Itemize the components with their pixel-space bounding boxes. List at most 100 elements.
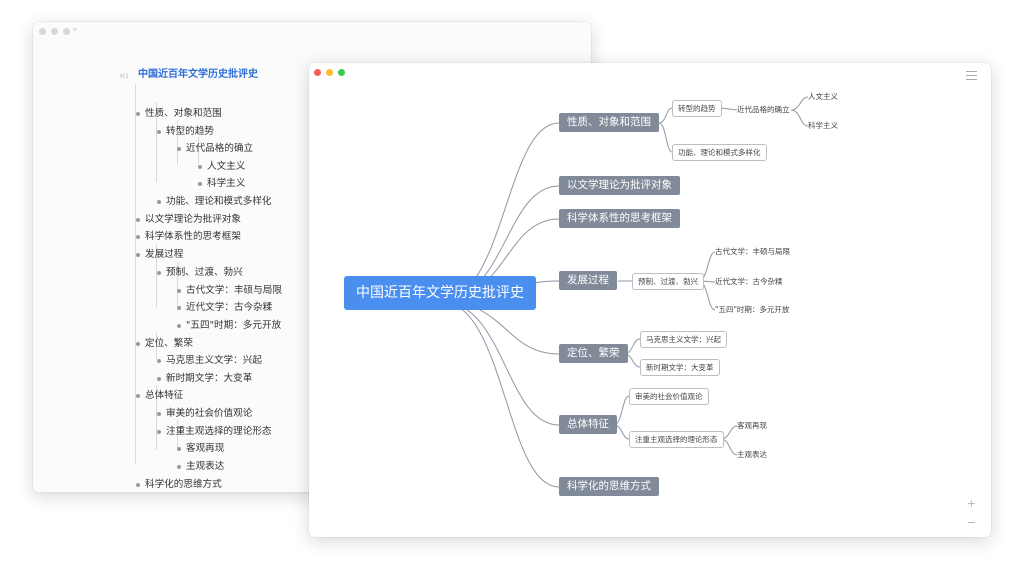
bullet-icon[interactable]: [177, 465, 181, 469]
main-topic-node[interactable]: 发展过程: [559, 271, 617, 290]
main-topic-node[interactable]: 科学化的思维方式: [559, 477, 659, 496]
bullet-icon[interactable]: [177, 147, 181, 151]
leaf-topic-node[interactable]: 客观再现: [737, 421, 767, 430]
outline-item[interactable]: 注重主观选择的理论形态: [157, 426, 272, 438]
outline-item-text: 转型的趋势: [166, 126, 214, 137]
main-topic-node[interactable]: 以文学理论为批评对象: [559, 176, 680, 195]
outline-item[interactable]: 科学体系性的思考框架: [136, 231, 241, 243]
bullet-icon[interactable]: [157, 130, 161, 134]
subtopic-node[interactable]: 注重主观选择的理论形态: [629, 431, 724, 448]
leaf-topic-node[interactable]: 古代文学：丰硕与局限: [715, 247, 790, 256]
subtopic-node[interactable]: 预制、过渡、勃兴: [632, 273, 704, 290]
leaf-topic-node[interactable]: 近代品格的确立: [737, 105, 790, 114]
leaf-topic-node[interactable]: 科学主义: [808, 121, 838, 130]
bullet-icon[interactable]: [136, 112, 140, 116]
bullet-icon[interactable]: [157, 271, 161, 275]
connector-line: [439, 300, 560, 488]
outline-item[interactable]: 新时期文学：大变革: [157, 373, 252, 385]
outline-item[interactable]: 人文主义: [198, 161, 245, 173]
main-topic-node[interactable]: 定位、繁荣: [559, 344, 628, 363]
bullet-icon[interactable]: [198, 182, 202, 186]
leaf-topic-node[interactable]: 人文主义: [808, 92, 838, 101]
close-button[interactable]: [39, 28, 46, 35]
bullet-icon[interactable]: [157, 430, 161, 434]
subtopic-node[interactable]: 新时期文学：大变革: [640, 359, 720, 376]
outline-item-text: 近代品格的确立: [186, 143, 254, 154]
outline-item[interactable]: 转型的趋势: [157, 126, 214, 138]
bullet-icon[interactable]: [177, 306, 181, 310]
outline-item[interactable]: 以文学理论为批评对象: [136, 214, 241, 226]
bullet-icon[interactable]: [136, 218, 140, 222]
close-button[interactable]: [314, 69, 321, 76]
outline-guide-line: [198, 137, 199, 164]
bullet-icon[interactable]: [136, 483, 140, 487]
outline-item[interactable]: 古代文学：丰硕与局限: [177, 285, 282, 297]
outline-item-text: 主观表达: [186, 461, 225, 472]
outline-item[interactable]: 预制、过渡、勃兴: [157, 267, 243, 279]
outline-guide-line: [177, 262, 178, 307]
leaf-topic-node[interactable]: 近代文学：古今杂糅: [715, 277, 783, 286]
bullet-icon[interactable]: [136, 342, 140, 346]
outline-item-text: 审美的社会价值观论: [166, 408, 253, 419]
outline-item[interactable]: "五四"时期：多元开放: [177, 320, 282, 332]
outline-item[interactable]: 马克思主义文学：兴起: [157, 355, 262, 367]
bullet-icon[interactable]: [136, 394, 140, 398]
root-node[interactable]: 中国近百年文学历史批评史: [344, 276, 536, 310]
outline-item[interactable]: 总体特征: [136, 390, 183, 402]
mindmap-window: 中国近百年文学历史批评史 性质、对象和范围以文学理论为批评对象科学体系性的思考框…: [309, 63, 991, 537]
bullet-icon[interactable]: [177, 324, 181, 328]
subtopic-node[interactable]: 马克思主义文学：兴起: [640, 331, 727, 348]
outline-item-text: 功能、理论和模式多样化: [166, 196, 272, 207]
outline-item[interactable]: 性质、对象和范围: [136, 108, 222, 120]
window-controls: [314, 69, 345, 76]
minimize-button[interactable]: [326, 69, 333, 76]
outline-item-text: 以文学理论为批评对象: [145, 214, 241, 225]
bullet-icon[interactable]: [177, 447, 181, 451]
outline-item[interactable]: 客观再现: [177, 443, 224, 455]
connector-line: [790, 96, 809, 111]
connector-line: [658, 107, 673, 124]
outline-item[interactable]: 近代文学：古今杂糅: [177, 302, 272, 314]
bullet-icon[interactable]: [136, 235, 140, 239]
main-topic-node[interactable]: 总体特征: [559, 415, 617, 434]
main-topic-node[interactable]: 性质、对象和范围: [559, 113, 659, 132]
outline-item[interactable]: 审美的社会价值观论: [157, 408, 253, 420]
forward-icon[interactable]: »: [72, 25, 78, 35]
outline-item[interactable]: 发展过程: [136, 249, 184, 261]
maximize-button[interactable]: [63, 28, 70, 35]
outline-item-text: 发展过程: [145, 249, 184, 260]
outline-item[interactable]: 科学主义: [198, 178, 245, 190]
bullet-icon[interactable]: [177, 289, 181, 293]
outline-guide-line: [177, 120, 178, 165]
zoom-in-button[interactable]: +: [966, 497, 976, 510]
maximize-button[interactable]: [338, 69, 345, 76]
connector-line: [439, 300, 560, 426]
leaf-topic-node[interactable]: "五四"时期：多元开放: [715, 305, 790, 314]
outline-item[interactable]: 科学化的思维方式: [136, 479, 222, 491]
outline-item-text: 定位、繁荣: [145, 338, 193, 349]
outline-item[interactable]: 主观表达: [177, 461, 225, 473]
connector-line: [439, 122, 560, 302]
subtopic-node[interactable]: 功能、理论和模式多样化: [672, 144, 767, 161]
outline-item[interactable]: 定位、繁荣: [136, 338, 193, 350]
subtopic-node[interactable]: 审美的社会价值观论: [629, 388, 709, 405]
bullet-icon[interactable]: [157, 412, 161, 416]
outline-guide-line: [156, 102, 157, 182]
outline-heading[interactable]: H1 中国近百年文学历史批评史: [120, 69, 258, 81]
subtopic-node[interactable]: 转型的趋势: [672, 100, 722, 117]
bullet-icon[interactable]: [157, 377, 161, 381]
bullet-icon[interactable]: [198, 165, 202, 169]
outline-guide-line: [177, 420, 178, 450]
main-topic-node[interactable]: 科学体系性的思考框架: [559, 209, 680, 228]
leaf-topic-node[interactable]: 主观表达: [737, 450, 767, 459]
outline-item[interactable]: 近代品格的确立: [177, 143, 254, 155]
bullet-icon[interactable]: [157, 200, 161, 204]
minimize-button[interactable]: [51, 28, 58, 35]
outline-item-text: "五四"时期：多元开放: [186, 320, 282, 331]
zoom-out-button[interactable]: −: [966, 516, 976, 529]
bullet-icon[interactable]: [136, 253, 140, 257]
outline-item[interactable]: 功能、理论和模式多样化: [157, 196, 272, 208]
menu-icon[interactable]: [966, 71, 977, 83]
bullet-icon[interactable]: [157, 359, 161, 363]
connector-line: [790, 109, 809, 127]
